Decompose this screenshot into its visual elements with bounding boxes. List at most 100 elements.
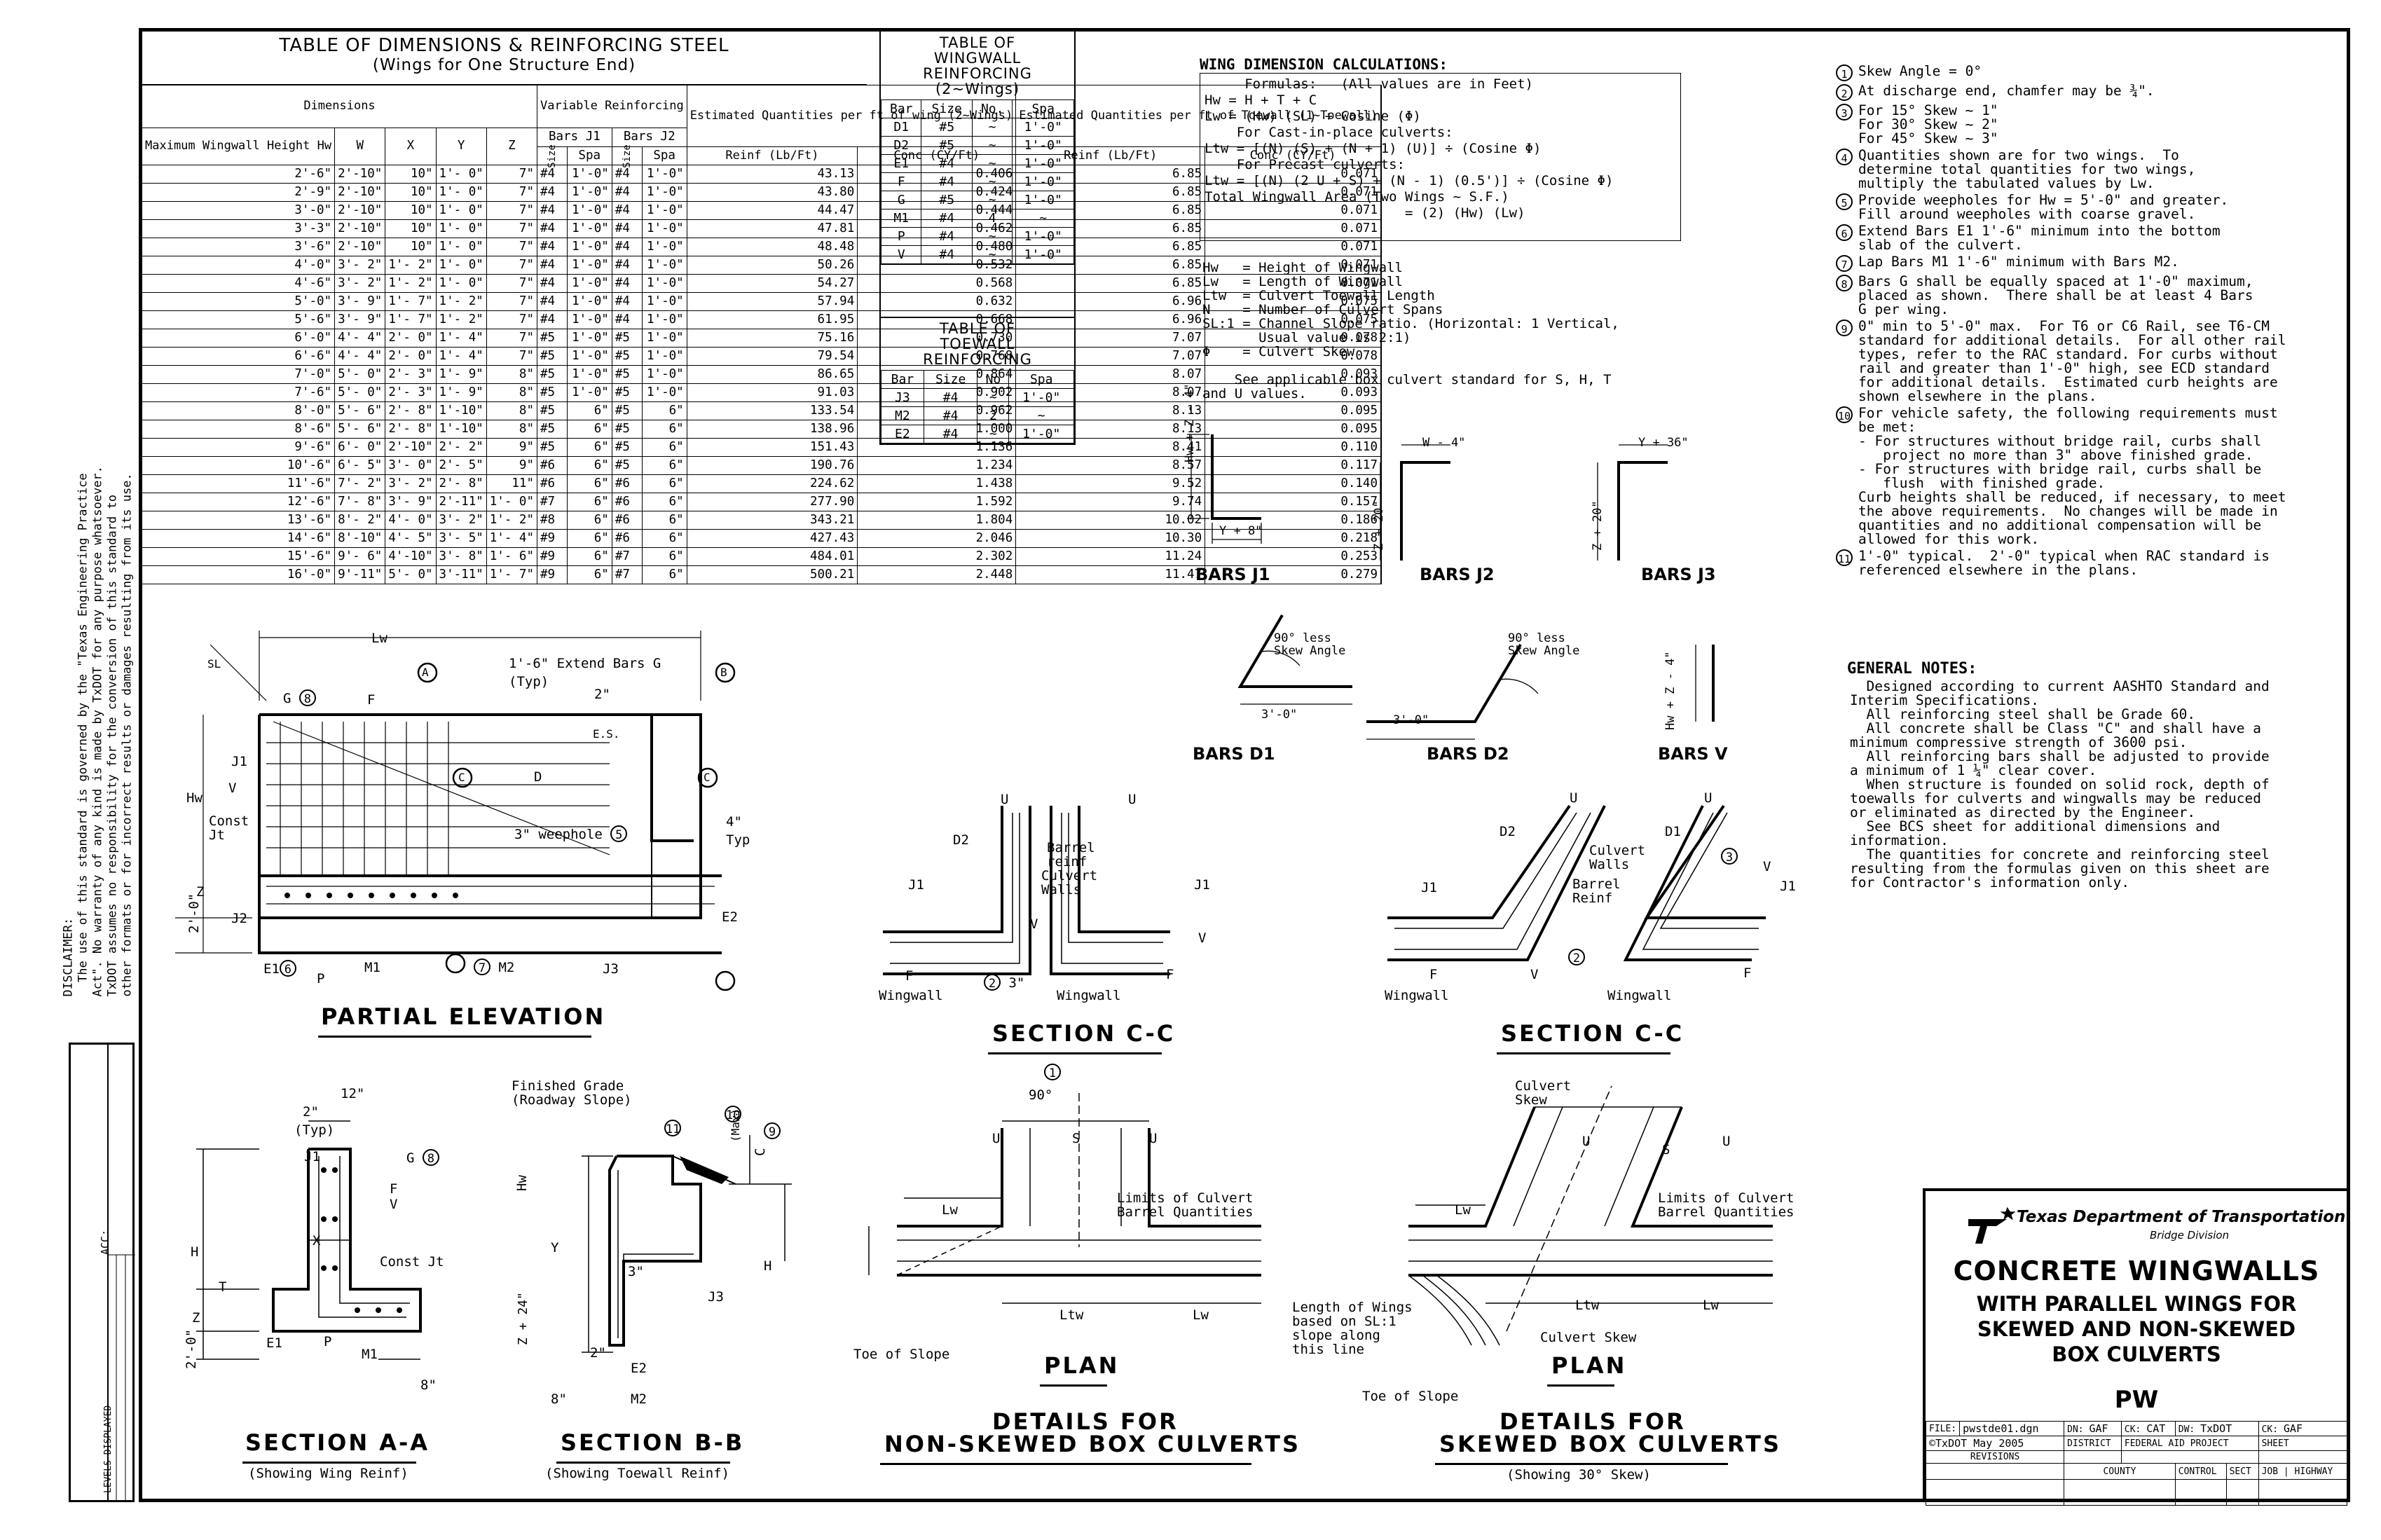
section-cc-nonskewed-drawing	[883, 806, 1170, 975]
table-cell: 2'-10"	[334, 201, 386, 220]
table-cell: 1'- 2"	[435, 292, 487, 311]
table-cell: 3'-6"	[141, 238, 336, 256]
table-cell: 224.62	[686, 474, 858, 493]
elev-lw: Lw	[371, 631, 387, 646]
note-number: 4	[1836, 149, 1853, 165]
table-cell: 1'- 7"	[385, 292, 437, 311]
cc2-note2: 2	[1568, 949, 1585, 965]
table-cell: 2'-10"	[334, 238, 386, 256]
table-cell: 1'- 0"	[435, 219, 487, 238]
table-cell: 1'- 0"	[435, 238, 487, 256]
table-cell: 47.81	[686, 219, 858, 238]
table-cell: 9'- 6"	[334, 547, 386, 566]
table-cell: #4	[536, 274, 568, 293]
wing-calc-title: WING DIMENSION CALCULATIONS:	[1200, 56, 1448, 73]
table-cell: 1'- 2"	[486, 511, 537, 530]
note-number: 2	[1836, 84, 1853, 101]
table-row: D1#5~1'-0"	[880, 118, 1074, 137]
details-skewed-line1: DETAILS FOR	[1500, 1408, 1686, 1435]
calc-definition: SL:1 = Channel Slope ratio. (Horizontal:…	[1202, 316, 1619, 331]
table-cell: 138.96	[686, 420, 858, 439]
table-cell: ~	[971, 227, 1013, 246]
header-x: X	[385, 128, 437, 165]
table-cell: 1'-0"	[566, 292, 612, 311]
table-cell: #4	[611, 201, 643, 220]
table-cell: #9	[536, 529, 568, 548]
agency-name: Texas Department of Transportation	[2017, 1208, 2346, 1226]
bb-2in: 2"	[590, 1345, 606, 1361]
aa-p: P	[324, 1334, 332, 1349]
details-nonskewed-line1: DETAILS FOR	[992, 1408, 1179, 1435]
table-cell: 6"	[641, 474, 687, 493]
table-row: P#4~1'-0"	[880, 227, 1074, 246]
table-cell: #4	[536, 256, 568, 275]
table-cell: 1'-0"	[1012, 154, 1074, 173]
table-cell: 0.730	[857, 329, 1017, 348]
table-cell: #6	[536, 456, 568, 475]
plan-skewed-drawing	[1408, 1085, 1773, 1346]
section-cc-nonskewed-underline	[988, 1052, 1162, 1054]
job-value	[2258, 1479, 2348, 1506]
cc2-j1-left: J1	[1421, 880, 1437, 895]
note-number: 10	[1836, 406, 1853, 423]
elev-j3: J3	[603, 961, 619, 977]
bars-j1-label: BARS J1	[1195, 565, 1270, 584]
table-cell: #6	[536, 474, 568, 493]
elev-weephole: 3" weephole 5	[514, 825, 628, 842]
table-cell: 10.02	[1015, 511, 1206, 530]
table-header: No.	[971, 99, 1013, 118]
calc-definition: Hw = Height of Wingwall	[1202, 260, 1403, 275]
table-row: G#5~1'-0"	[880, 191, 1074, 209]
table-cell: 6"	[641, 420, 687, 439]
header-z: Z	[486, 128, 537, 165]
aa-typ: (Typ)	[294, 1122, 335, 1138]
section-cc-skewed-underline	[1497, 1052, 1670, 1054]
table-row: D2#5~1'-0"	[880, 136, 1074, 155]
note-text: For vehicle safety, the following requir…	[1858, 405, 2286, 547]
table-cell: 3'- 5"	[435, 529, 487, 548]
table-cell: 1'- 2"	[435, 310, 487, 329]
table-cell: #4	[923, 388, 978, 407]
bb-note10: 10	[725, 1106, 741, 1122]
table-cell: 1'-0"	[641, 183, 687, 202]
plan2-u-left: U	[1582, 1134, 1591, 1149]
table-cell: 10"	[385, 219, 437, 238]
table-cell: #4	[923, 425, 978, 444]
table-cell: V	[880, 245, 922, 264]
table-cell: 1'-0"	[566, 165, 612, 184]
sheet-value	[2258, 1450, 2348, 1464]
cc1-f-right: F	[1166, 967, 1174, 982]
table-cell: 1'- 2"	[385, 274, 437, 293]
header-dimensions: Dimensions	[142, 85, 537, 128]
table-cell: 6"	[641, 565, 687, 584]
bb-j3: J3	[708, 1289, 724, 1305]
plan2-toe: Toe of Slope	[1362, 1389, 1459, 1404]
table-cell: 6"	[566, 529, 612, 548]
table-cell: #5	[611, 438, 643, 457]
table-cell: 7"	[486, 347, 537, 366]
table-cell: 6.96	[1015, 292, 1206, 311]
partial-elevation-title: PARTIAL ELEVATION	[321, 1003, 606, 1030]
table-cell: #6	[611, 529, 643, 548]
table-cell: 9"	[486, 456, 537, 475]
table-cell: 500.21	[686, 565, 858, 584]
table-cell: #7	[611, 565, 643, 584]
table-cell: 1'- 0"	[435, 165, 487, 184]
table-cell: #5	[921, 118, 973, 137]
elev-typ: (Typ)	[509, 674, 549, 689]
calc-line: = (2) (Hw) (Lw)	[1205, 205, 1525, 221]
table-cell: 0.071	[1205, 201, 1382, 220]
table-cell: ~	[971, 154, 1013, 173]
plan2-lw-right: Lw	[1703, 1298, 1719, 1313]
table-cell: 6"	[566, 401, 612, 420]
table-cell: 7.07	[1015, 347, 1206, 366]
note-number: 7	[1836, 255, 1853, 272]
plan2-u-right: U	[1722, 1134, 1731, 1149]
bb-note11: 11	[664, 1120, 681, 1136]
bb-3in: 3"	[628, 1264, 644, 1279]
